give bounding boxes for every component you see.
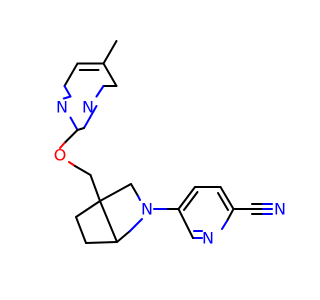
bond-pyrrolidine-2-black	[130, 183, 139, 197]
bond-pyr-c4-c3	[102, 62, 118, 87]
bond-py-c5-c6	[219, 186, 235, 210]
bond-pyrrolidine-3-black	[116, 230, 131, 243]
bond-pyrrolidine-2-blue	[137, 195, 141, 201]
bond-pyr-c2-n3	[83, 116, 91, 129]
bond-pyr-c2-junction	[76, 127, 85, 131]
molecule-structure: N N O N N N	[54, 40, 286, 248]
bond-py-c2-c3	[177, 208, 194, 239]
bond-methyl	[102, 40, 118, 65]
bicyclic-core	[75, 174, 143, 244]
bond-py-c6-n-black	[226, 208, 235, 222]
atom-label-pyrimidine-n3: N	[82, 98, 94, 117]
atom-label-ether-o: O	[54, 146, 67, 165]
atom-label-pyrrolidine-n: N	[141, 200, 153, 219]
bond-pyr-c5-c6	[63, 62, 79, 87]
pyrimidine-ring	[62, 62, 118, 131]
bond-cp-1	[75, 200, 101, 218]
bond-o-ch2-red	[68, 161, 76, 167]
bond-py-c3-c4-inner	[183, 191, 199, 211]
atom-label-pyridine-n: N	[202, 229, 214, 248]
bond-cp-2	[75, 216, 87, 244]
bond-py-c6-n-blue	[221, 220, 228, 230]
bond-pyr-c6-n1-inner	[62, 95, 72, 100]
bond-pyr-n1-c2	[69, 116, 79, 131]
triple-bond	[251, 203, 273, 215]
bond-ch2-bridgehead	[89, 174, 101, 202]
atom-label-nitrile-n: N	[274, 200, 286, 219]
bond-pyrrolidine-1	[99, 183, 132, 202]
bond-pyr-n3-c2-inner	[89, 105, 98, 119]
bond-pyr-n3-side	[95, 85, 105, 98]
bond-py-c3-c4	[177, 186, 196, 210]
bond-c2-o-red	[59, 142, 66, 149]
bond-py-c5-c6-inner	[217, 192, 229, 211]
pyridine-ring	[177, 186, 235, 239]
bond-c2-o-black	[63, 129, 79, 144]
atom-label-pyrimidine-n1: N	[56, 98, 68, 117]
bond-pyr-c6-n1	[63, 85, 72, 98]
bond-cp-3	[85, 241, 118, 244]
bond-pyrrolidine-3-blue	[129, 218, 143, 232]
bond-o-ch2-black	[74, 165, 92, 176]
bond-fusion	[99, 200, 118, 243]
